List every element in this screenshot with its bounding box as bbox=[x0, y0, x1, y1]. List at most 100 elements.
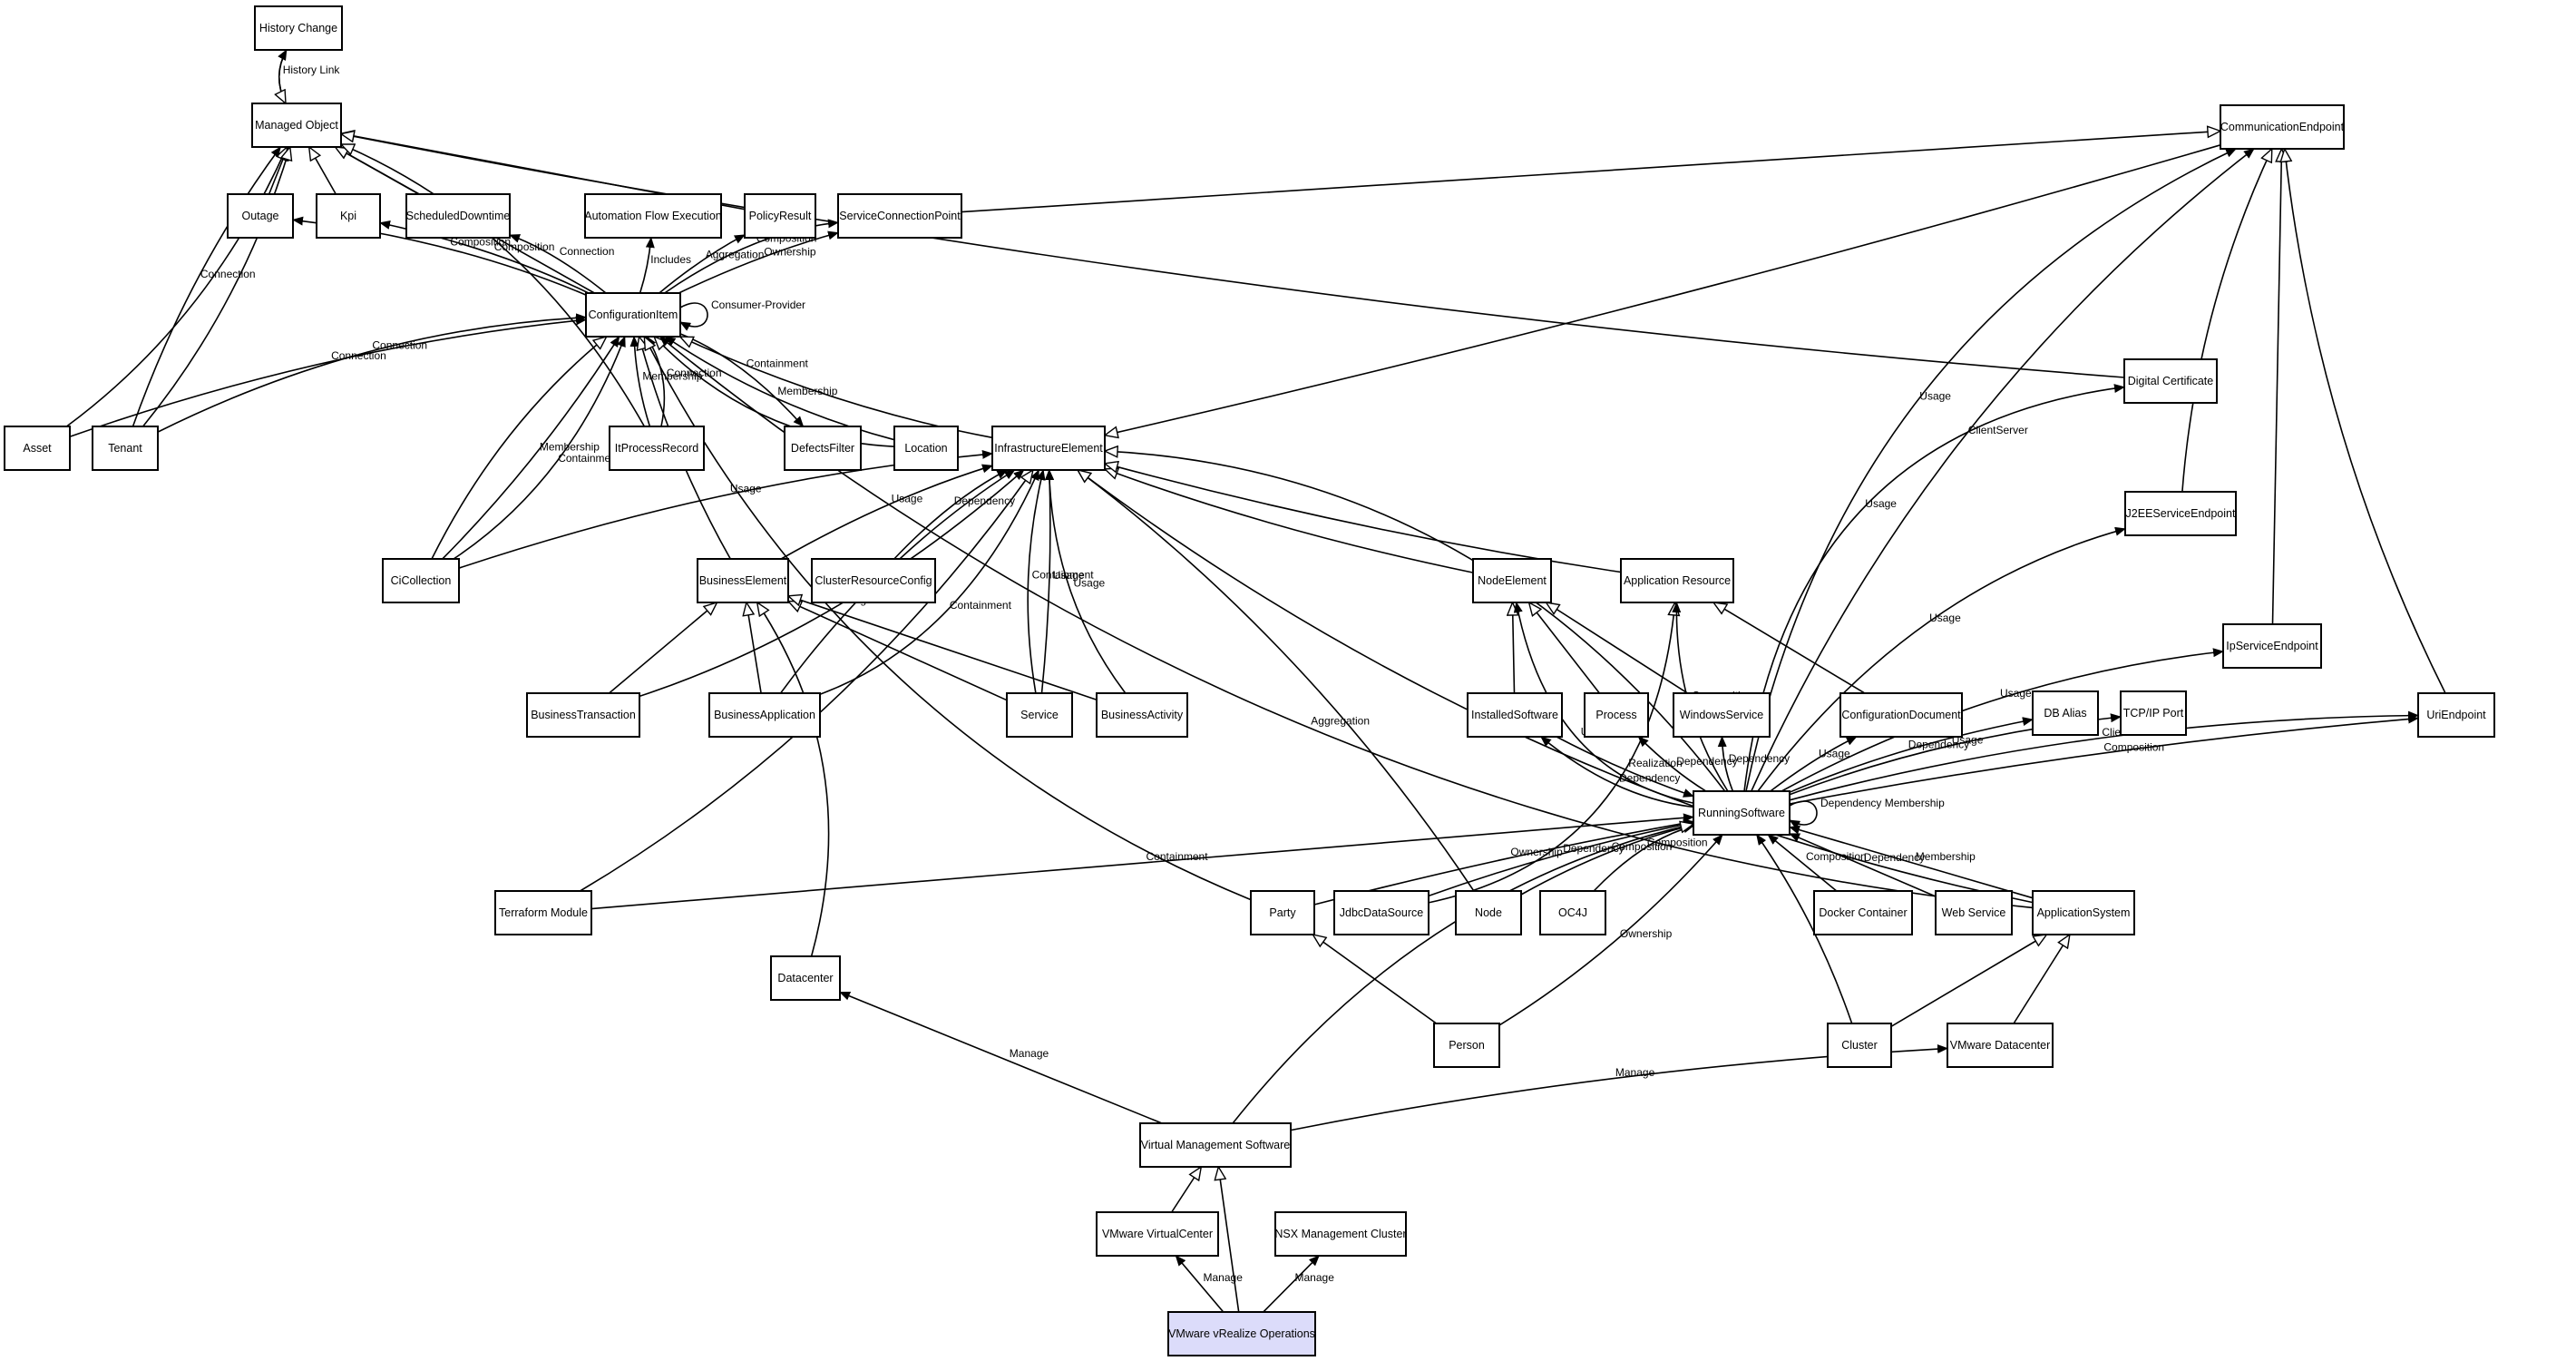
node-cluster[interactable]: Cluster bbox=[1827, 1023, 1892, 1068]
node-label: CommunicationEndpoint bbox=[2220, 121, 2345, 133]
node-label: Digital Certificate bbox=[2128, 375, 2214, 387]
node-digital-certificate[interactable]: Digital Certificate bbox=[2123, 358, 2218, 404]
edge-cluster-to-running-software bbox=[1756, 834, 1853, 1024]
node-label: UriEndpoint bbox=[2426, 709, 2486, 721]
node-configuration-document[interactable]: ConfigurationDocument bbox=[1839, 692, 1963, 738]
node-node-element[interactable]: NodeElement bbox=[1472, 558, 1552, 603]
node-box bbox=[254, 5, 343, 51]
edge-line bbox=[580, 470, 1033, 892]
node-business-activity[interactable]: BusinessActivity bbox=[1096, 692, 1188, 738]
edge-line bbox=[664, 336, 895, 441]
node-party[interactable]: Party bbox=[1250, 890, 1315, 935]
node-running-software[interactable]: RunningSoftware bbox=[1693, 790, 1791, 836]
edge-line bbox=[788, 596, 1098, 700]
node-web-service[interactable]: Web Service bbox=[1935, 890, 2013, 935]
edge-label: Usage bbox=[1919, 390, 1951, 403]
node-scheduled-downtime[interactable]: ScheduledDowntime bbox=[405, 193, 511, 239]
node-vmware-datacenter[interactable]: VMware Datacenter bbox=[1947, 1023, 2054, 1068]
edge-history-change-to-managed-object bbox=[279, 49, 288, 103]
edge-line bbox=[1757, 526, 2126, 792]
node-configuration-item[interactable]: ConfigurationItem bbox=[585, 292, 681, 338]
node-box bbox=[316, 193, 381, 239]
edge-label: Composition bbox=[450, 236, 511, 249]
edge-label: History Link bbox=[283, 64, 341, 76]
edge-line bbox=[453, 336, 626, 560]
node-box bbox=[1827, 1023, 1892, 1068]
node-history-change[interactable]: History Change bbox=[254, 5, 343, 51]
edge-line bbox=[1717, 736, 1734, 792]
edge-kpi-to-managed-object bbox=[309, 147, 337, 195]
edge-line bbox=[893, 469, 1009, 560]
node-application-system[interactable]: ApplicationSystem bbox=[2032, 890, 2135, 935]
node-vmware-virtual-center[interactable]: VMware VirtualCenter bbox=[1096, 1211, 1219, 1257]
node-label: Cluster bbox=[1841, 1039, 1878, 1052]
node-box bbox=[893, 426, 959, 471]
edge-label: Membership bbox=[777, 385, 837, 397]
node-cluster-resource-config[interactable]: ClusterResourceConfig bbox=[811, 558, 936, 603]
edge-line bbox=[961, 131, 2220, 213]
node-node[interactable]: Node bbox=[1455, 890, 1522, 935]
edge-line bbox=[1767, 834, 1838, 892]
node-installed-software[interactable]: InstalledSoftware bbox=[1467, 692, 1563, 738]
edge-line bbox=[1547, 602, 1688, 694]
node-managed-object[interactable]: Managed Object bbox=[251, 103, 342, 148]
edge-line bbox=[1745, 148, 2238, 792]
node-ci-collection[interactable]: CiCollection bbox=[382, 558, 460, 603]
node-j2ee-service-endpoint[interactable]: J2EEServiceEndpoint bbox=[2124, 491, 2237, 536]
node-datacenter[interactable]: Datacenter bbox=[770, 955, 841, 1001]
node-oc4j[interactable]: OC4J bbox=[1539, 890, 1606, 935]
node-label: Person bbox=[1449, 1039, 1485, 1052]
node-tenant[interactable]: Tenant bbox=[92, 426, 159, 471]
node-nsx-management-cluster[interactable]: NSX Management Cluster bbox=[1274, 1211, 1407, 1257]
node-label: InstalledSoftware bbox=[1471, 709, 1558, 721]
node-policy-result[interactable]: PolicyResult bbox=[744, 193, 816, 239]
node-defects-filter[interactable]: DefectsFilter bbox=[784, 426, 862, 471]
edge-line bbox=[1044, 469, 1127, 694]
node-kpi[interactable]: Kpi bbox=[316, 193, 381, 239]
node-db-alias[interactable]: DB Alias bbox=[2032, 690, 2099, 736]
node-infrastructure-element[interactable]: InfrastructureElement bbox=[991, 426, 1106, 471]
node-vmware-vrealize-operations[interactable]: VMware vRealize Operations bbox=[1167, 1311, 1316, 1356]
node-business-application[interactable]: BusinessApplication bbox=[708, 692, 821, 738]
node-ip-service-endpoint[interactable]: IpServiceEndpoint bbox=[2222, 623, 2322, 669]
node-jdbc-data-source[interactable]: JdbcDataSource bbox=[1333, 890, 1429, 935]
node-box bbox=[1096, 1211, 1219, 1257]
node-business-transaction[interactable]: BusinessTransaction bbox=[526, 692, 640, 738]
node-uri-endpoint[interactable]: UriEndpoint bbox=[2417, 692, 2495, 738]
node-asset[interactable]: Asset bbox=[4, 426, 71, 471]
edge-line bbox=[664, 219, 839, 294]
node-person[interactable]: Person bbox=[1433, 1023, 1500, 1068]
edge-itprocess-record-to-configuration-item bbox=[629, 336, 651, 427]
node-location[interactable]: Location bbox=[893, 426, 959, 471]
node-tcpip-port[interactable]: TCP/IP Port bbox=[2120, 690, 2187, 736]
edge-running-software-to-ip-service-endpoint bbox=[1781, 648, 2224, 792]
node-business-element[interactable]: BusinessElement bbox=[697, 558, 789, 603]
node-communication-endpoint[interactable]: CommunicationEndpoint bbox=[2220, 104, 2345, 150]
node-box bbox=[1096, 692, 1188, 738]
node-label: CiCollection bbox=[391, 574, 452, 587]
node-virtual-management-software[interactable]: Virtual Management Software bbox=[1139, 1122, 1292, 1168]
edge-label: Membership bbox=[1916, 850, 1976, 863]
node-service[interactable]: Service bbox=[1006, 692, 1073, 738]
node-box bbox=[1472, 558, 1552, 603]
node-process[interactable]: Process bbox=[1584, 692, 1649, 738]
node-terraform-module[interactable]: Terraform Module bbox=[494, 890, 592, 935]
edge-ci-collection-to-configuration-item bbox=[442, 336, 620, 560]
edge-line bbox=[1770, 736, 1858, 792]
node-automation-flow-execution[interactable]: Automation Flow Execution bbox=[584, 193, 722, 239]
edge-party-to-configuration-item bbox=[644, 337, 1252, 901]
node-itprocess-record[interactable]: ItProcessRecord bbox=[609, 426, 705, 471]
node-service-connection-point[interactable]: ServiceConnectionPoint bbox=[837, 193, 962, 239]
node-label: ItProcessRecord bbox=[615, 442, 698, 455]
edge-itprocess-record-to-managed-object bbox=[341, 143, 646, 427]
edge-line bbox=[1529, 602, 1601, 694]
node-outage[interactable]: Outage bbox=[227, 193, 294, 239]
node-box bbox=[2123, 358, 2218, 404]
node-application-resource[interactable]: Application Resource bbox=[1620, 558, 1734, 603]
edge-business-application-to-business-element bbox=[746, 602, 762, 694]
edge-line bbox=[442, 336, 620, 560]
node-windows-service[interactable]: WindowsService bbox=[1673, 692, 1771, 738]
node-docker-container[interactable]: Docker Container bbox=[1813, 890, 1913, 935]
edge-line bbox=[1789, 714, 2419, 805]
